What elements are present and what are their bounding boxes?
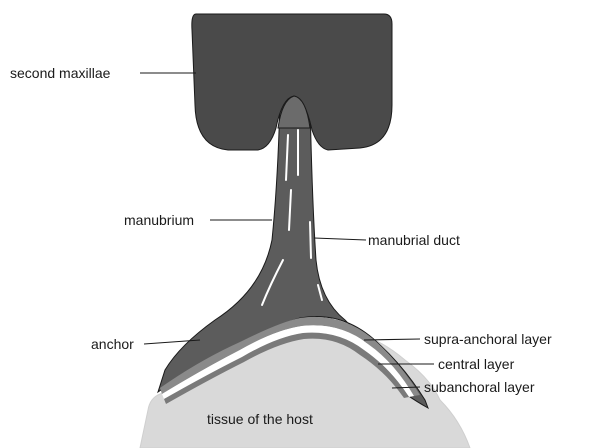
manubrial-duct-leader (314, 238, 366, 240)
anchor-label: anchor (91, 336, 134, 352)
manubrial-duct-label: manubrial duct (368, 232, 460, 248)
second-maxillae-label: second maxillae (10, 65, 111, 81)
supra-anchoral-layer-label: supra-anchoral layer (424, 331, 552, 347)
host-tissue-label: tissue of the host (207, 411, 313, 427)
central-layer-label: central layer (438, 356, 515, 372)
subanchoral-layer-label: subanchoral layer (424, 379, 535, 395)
manubrium-label: manubrium (124, 212, 194, 228)
